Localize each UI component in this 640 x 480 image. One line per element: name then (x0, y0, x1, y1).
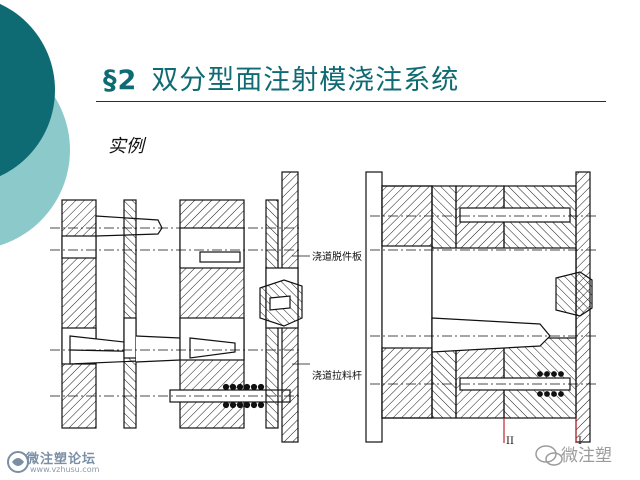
decorative-circle-shapes (0, 3, 70, 246)
mold-cross-section-drawing: 浇道脱件板 浇道拉料杆 II I (50, 171, 596, 447)
spring-coils (222, 383, 265, 409)
label-sprue-stripper-plate: 浇道脱件板 (312, 250, 362, 263)
right-drawing-closed-mold (365, 171, 596, 443)
forum-logo-icon (7, 451, 29, 473)
title-text: 双分型面注射模浇注系统 (151, 65, 460, 96)
forum-url: www.vzhusu.com (30, 465, 100, 474)
wechat-icon (535, 445, 563, 466)
parting-mark-i: I (578, 436, 582, 447)
parting-mark-ii: II (506, 436, 514, 447)
label-sprue-puller-rod: 浇道拉料杆 (312, 369, 362, 382)
spring-coils-right (537, 371, 564, 397)
forum-name: 微注塑论坛 (26, 452, 97, 467)
slide-subtitle: 实例 (108, 136, 144, 157)
wechat-name: 微注塑 (561, 446, 612, 466)
left-drawing-open-mold (50, 171, 310, 443)
section-number: §2 (103, 65, 138, 96)
slide-title: §2 双分型面注射模浇注系统 (103, 58, 459, 97)
title-divider (96, 101, 606, 102)
